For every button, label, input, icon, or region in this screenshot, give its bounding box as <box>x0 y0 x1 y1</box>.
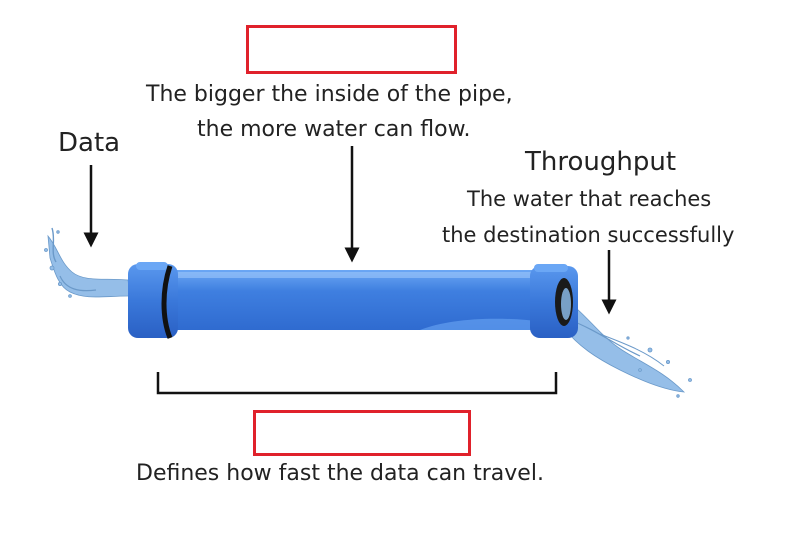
speed-description: Defines how fast the data can travel. <box>136 461 544 486</box>
bottom-blank-label-box <box>253 410 471 456</box>
data-label: Data <box>58 128 121 158</box>
bandwidth-caption-line2: the more water can flow. <box>197 117 471 142</box>
throughput-caption-line2: the destination successfully <box>442 223 735 247</box>
incoming-water-splash <box>44 227 131 298</box>
outgoing-water-splash <box>563 299 692 398</box>
pipe <box>128 262 578 339</box>
throughput-title: Throughput <box>525 147 677 177</box>
bandwidth-caption-line1: The bigger the inside of the pipe, <box>146 82 513 107</box>
top-blank-label-box <box>246 25 457 74</box>
length-bracket <box>156 372 558 395</box>
throughput-caption-line1: The water that reaches <box>467 187 712 211</box>
